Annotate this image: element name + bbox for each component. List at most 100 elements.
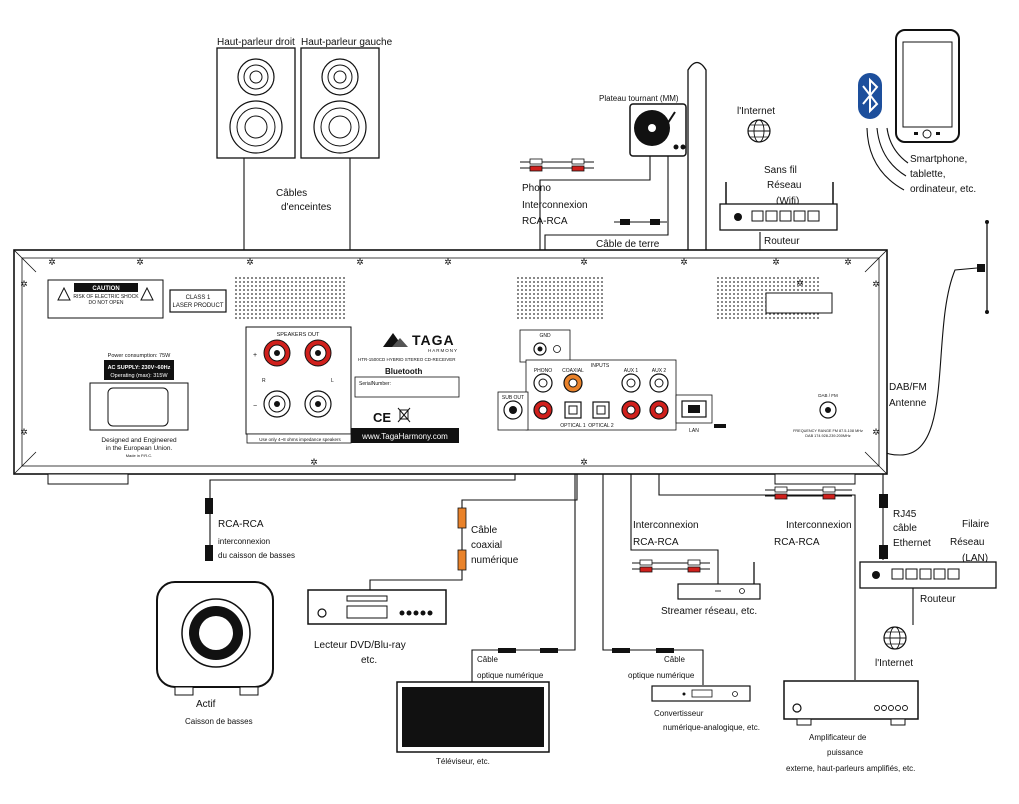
vent-dot xyxy=(585,293,587,295)
vent-dot xyxy=(765,281,767,283)
vent-dot xyxy=(569,301,571,303)
vent-dot xyxy=(311,289,313,291)
vent-dot xyxy=(251,313,253,315)
vent-dot xyxy=(529,317,531,319)
label-inter-aux-2: RCA-RCA xyxy=(633,537,679,548)
vent-dot xyxy=(761,301,763,303)
vent-dot xyxy=(573,309,575,311)
vent-dot xyxy=(733,317,735,319)
vent-dot xyxy=(291,293,293,295)
vent-dot xyxy=(323,309,325,311)
label-dab-2: Antenne xyxy=(889,398,927,409)
vent-dot xyxy=(589,301,591,303)
vent-dot xyxy=(255,305,257,307)
vent-dot xyxy=(307,285,309,287)
vent-dot xyxy=(517,309,519,311)
vent-dot xyxy=(721,277,723,279)
vent-dot xyxy=(339,309,341,311)
vent-dot xyxy=(593,281,595,283)
lan-port xyxy=(675,394,713,424)
sub-rca-connector xyxy=(205,498,213,561)
vent-dot xyxy=(569,309,571,311)
vent-dot xyxy=(303,277,305,279)
vent-dot xyxy=(793,277,795,279)
dac-icon xyxy=(651,685,751,702)
vent-dot xyxy=(335,301,337,303)
label-filaire-1: Filaire xyxy=(962,519,990,530)
vent-dot xyxy=(283,293,285,295)
vent-dot xyxy=(239,301,241,303)
vent-dot xyxy=(533,297,535,299)
label-smartphone-3: ordinateur, etc. xyxy=(910,184,976,195)
vent-dot xyxy=(263,317,265,319)
vent-dot xyxy=(593,297,595,299)
vent-dot xyxy=(537,277,539,279)
vent-dot xyxy=(733,305,735,307)
vent-dot xyxy=(307,301,309,303)
vent-dot xyxy=(577,305,579,307)
vent-dot xyxy=(271,305,273,307)
vent-dot xyxy=(749,285,751,287)
inputs-label: INPUTS xyxy=(591,363,610,369)
screw-icon: ✲ xyxy=(136,257,144,267)
vent-dot xyxy=(725,297,727,299)
vent-dot xyxy=(255,277,257,279)
vent-dot xyxy=(745,305,747,307)
vent-dot xyxy=(235,293,237,295)
weee-bin-icon xyxy=(397,407,411,423)
vent-dot xyxy=(577,313,579,315)
vent-dot xyxy=(753,297,755,299)
vent-dot xyxy=(299,305,301,307)
vent-dot xyxy=(319,289,321,291)
vent-dot xyxy=(809,317,811,319)
vent-dot xyxy=(749,305,751,307)
vent-dot xyxy=(725,313,727,315)
vent-dot xyxy=(561,309,563,311)
vent-dot xyxy=(725,281,727,283)
vent-dot xyxy=(327,289,329,291)
vent-dot xyxy=(793,313,795,315)
vent-dot xyxy=(597,309,599,311)
vent-dot xyxy=(545,313,547,315)
vent-dot xyxy=(239,317,241,319)
vent-dot xyxy=(561,301,563,303)
vent-dot xyxy=(601,285,603,287)
vent-dot xyxy=(757,281,759,283)
label-dab-1: DAB/FM xyxy=(889,382,927,393)
vent-dot xyxy=(541,305,543,307)
optical1-port-label: OPTICAL 1 xyxy=(560,423,586,429)
vent-dot xyxy=(259,297,261,299)
vent-dot xyxy=(573,289,575,291)
screw-icon: ✲ xyxy=(872,427,880,437)
vent-dot xyxy=(267,277,269,279)
panel-window xyxy=(765,292,833,314)
vent-dot xyxy=(533,305,535,307)
vent-dot xyxy=(797,281,799,283)
vent-dot xyxy=(741,285,743,287)
gnd-label: GND xyxy=(539,333,551,339)
vent-dot xyxy=(565,285,567,287)
vent-dot xyxy=(271,313,273,315)
label-internet-top: l'Internet xyxy=(737,106,775,117)
vent-dot xyxy=(781,317,783,319)
vent-dot xyxy=(339,317,341,319)
label-rca-sub-3: du caisson de basses xyxy=(218,551,295,560)
vent-dot xyxy=(525,277,527,279)
vent-dot xyxy=(585,297,587,299)
vent-dot xyxy=(251,301,253,303)
vent-dot xyxy=(311,305,313,307)
optical1-connector xyxy=(498,648,558,653)
vent-dot xyxy=(569,297,571,299)
vent-dot xyxy=(573,301,575,303)
vent-dot xyxy=(283,297,285,299)
vent-dot xyxy=(721,285,723,287)
vent-dot xyxy=(263,289,265,291)
vent-dot xyxy=(259,289,261,291)
vent-dot xyxy=(283,313,285,315)
vent-dot xyxy=(601,317,603,319)
tv-icon xyxy=(396,681,550,753)
vent-dot xyxy=(541,293,543,295)
vent-dot xyxy=(585,301,587,303)
vent-dot xyxy=(343,277,345,279)
vent-dot xyxy=(597,277,599,279)
